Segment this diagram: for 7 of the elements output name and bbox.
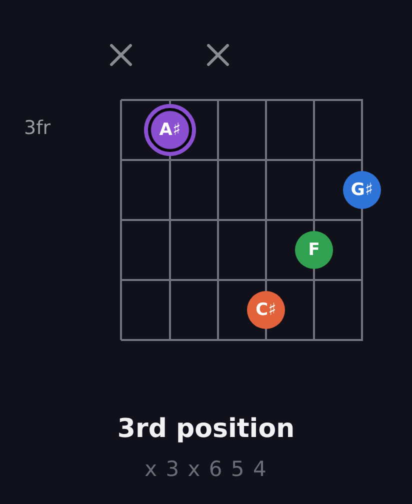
- chord-title: 3rd position: [117, 413, 295, 446]
- finger-dot: F: [295, 231, 333, 269]
- fret-number: 3fr: [24, 117, 51, 139]
- root-note-dot: A♯: [144, 104, 196, 156]
- finger-dot: G♯: [343, 171, 381, 209]
- fingering-caption: x 3 x 6 5 4: [144, 456, 268, 483]
- finger-dot: C♯: [247, 291, 285, 329]
